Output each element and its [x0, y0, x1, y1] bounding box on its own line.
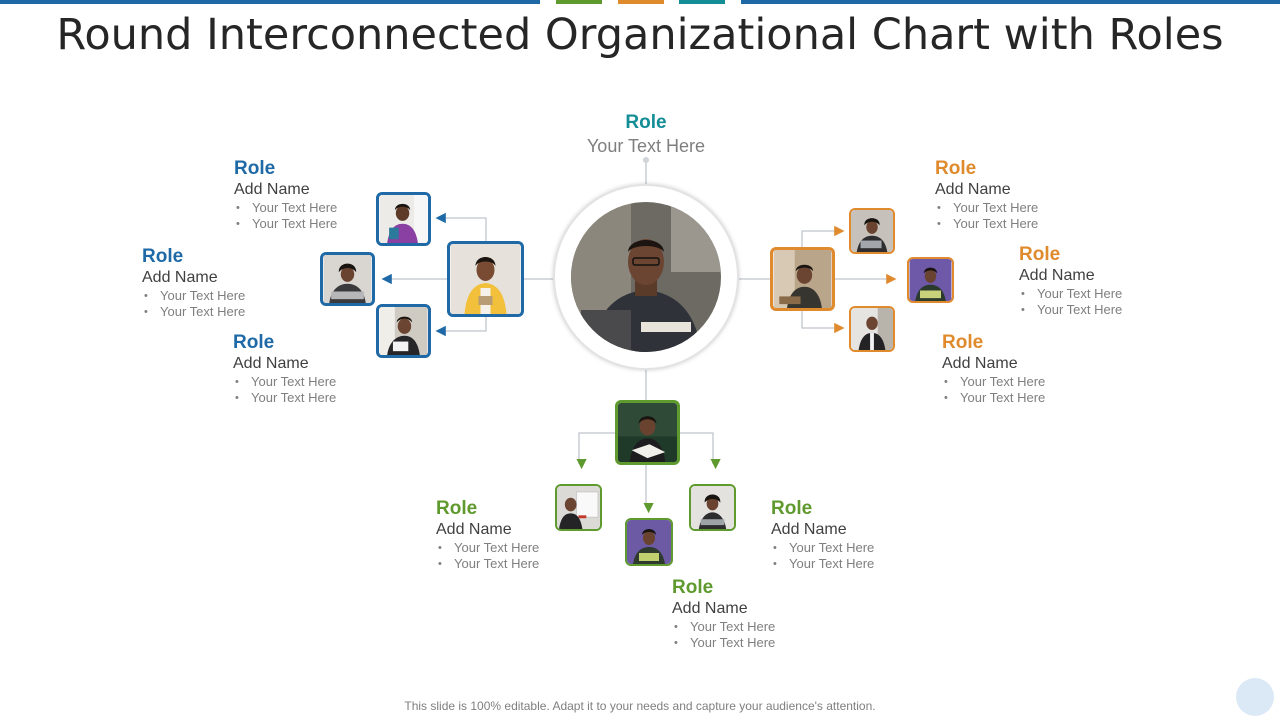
bottom-right-role-block: Role Add Name Your Text Here Your Text H… [771, 498, 874, 572]
right-hub-photo[interactable] [770, 247, 835, 311]
person-photo-icon [691, 486, 734, 529]
left-top-role-block: Role Add Name Your Text Here Your Text H… [234, 158, 337, 232]
role-name: Add Name [142, 269, 218, 286]
top-role-block: Role Your Text Here [546, 112, 746, 158]
person-photo-icon [379, 307, 428, 355]
role-bullet: Your Text Here [233, 374, 336, 390]
person-photo-icon [773, 250, 832, 308]
role-bullet: Your Text Here [672, 635, 775, 651]
right-mid-photo[interactable] [907, 257, 954, 303]
left-bottom-photo[interactable] [376, 304, 431, 358]
role-bullet: Your Text Here [771, 556, 874, 572]
role-bullet: Your Text Here [935, 200, 1038, 216]
role-name: Add Name [942, 355, 1018, 372]
slide-title: Round Interconnected Organizational Char… [56, 10, 1224, 60]
right-bottom-role-block: Role Add Name Your Text Here Your Text H… [942, 332, 1045, 406]
person-photo-icon [909, 259, 952, 301]
footer-note: This slide is 100% editable. Adapt it to… [404, 699, 876, 713]
person-photo-icon [618, 403, 677, 462]
role-bullet: Your Text Here [142, 304, 245, 320]
right-bottom-photo[interactable] [849, 306, 895, 352]
left-top-photo[interactable] [376, 192, 431, 246]
corner-circle-button[interactable] [1236, 678, 1274, 716]
role-bullet: Your Text Here [771, 540, 874, 556]
connector-left-top [435, 212, 487, 241]
person-photo-icon [851, 210, 893, 252]
role-bullet: Your Text Here [942, 390, 1045, 406]
person-photo-icon [571, 202, 721, 352]
role-title: Role [935, 158, 977, 179]
top-bar-teal [679, 0, 725, 4]
top-role-title: Role [625, 112, 667, 133]
person-photo-icon [379, 195, 428, 243]
connector-right-bottom [801, 310, 845, 334]
bottom-hub-photo[interactable] [615, 400, 680, 465]
role-bullet: Your Text Here [942, 374, 1045, 390]
bottom-left-role-block: Role Add Name Your Text Here Your Text H… [436, 498, 539, 572]
bottom-left-photo[interactable] [555, 484, 602, 531]
top-bar-orange [618, 0, 664, 4]
role-bullet: Your Text Here [234, 200, 337, 216]
person-photo-icon [627, 520, 671, 564]
role-bullet: Your Text Here [1019, 302, 1122, 318]
top-role-text: Your Text Here [586, 136, 706, 156]
role-title: Role [436, 498, 478, 519]
role-name: Add Name [771, 521, 847, 538]
person-photo-icon [323, 255, 372, 303]
center-person-frame[interactable] [553, 184, 739, 370]
connector-left-bottom [435, 317, 487, 337]
person-photo-icon [450, 244, 521, 314]
person-photo-icon [851, 308, 893, 350]
role-bullet: Your Text Here [935, 216, 1038, 232]
connector-bottom-right [680, 432, 721, 470]
role-name: Add Name [233, 355, 309, 372]
left-hub-photo[interactable] [447, 241, 524, 317]
bottom-mid-photo[interactable] [625, 518, 673, 566]
role-title: Role [942, 332, 984, 353]
role-title: Role [142, 246, 184, 267]
person-photo-icon [557, 486, 600, 529]
top-bar-blue-right [741, 0, 1280, 4]
role-title: Role [771, 498, 813, 519]
role-bullet: Your Text Here [233, 390, 336, 406]
connector-top-dot [643, 157, 649, 163]
role-bullet: Your Text Here [142, 288, 245, 304]
role-name: Add Name [935, 181, 1011, 198]
role-bullet: Your Text Here [436, 540, 539, 556]
right-mid-role-block: Role Add Name Your Text Here Your Text H… [1019, 244, 1122, 318]
left-bottom-role-block: Role Add Name Your Text Here Your Text H… [233, 332, 336, 406]
left-mid-role-block: Role Add Name Your Text Here Your Text H… [142, 246, 245, 320]
top-bar-green [556, 0, 602, 4]
role-name: Add Name [1019, 267, 1095, 284]
role-bullet: Your Text Here [672, 619, 775, 635]
role-bullet: Your Text Here [436, 556, 539, 572]
right-top-photo[interactable] [849, 208, 895, 254]
connector-right-top [801, 225, 845, 248]
role-name: Add Name [436, 521, 512, 538]
role-bullet: Your Text Here [1019, 286, 1122, 302]
role-title: Role [672, 577, 714, 598]
role-title: Role [1019, 244, 1061, 265]
bottom-right-photo[interactable] [689, 484, 736, 531]
top-bar-blue-left [0, 0, 540, 4]
role-title: Role [233, 332, 275, 353]
connector-bottom-left [576, 432, 616, 470]
role-name: Add Name [234, 181, 310, 198]
role-title: Role [234, 158, 276, 179]
bottom-mid-role-block: Role Add Name Your Text Here Your Text H… [672, 577, 775, 651]
role-name: Add Name [672, 600, 748, 617]
role-bullet: Your Text Here [234, 216, 337, 232]
right-top-role-block: Role Add Name Your Text Here Your Text H… [935, 158, 1038, 232]
left-mid-photo[interactable] [320, 252, 375, 306]
center-person-photo [571, 202, 721, 352]
